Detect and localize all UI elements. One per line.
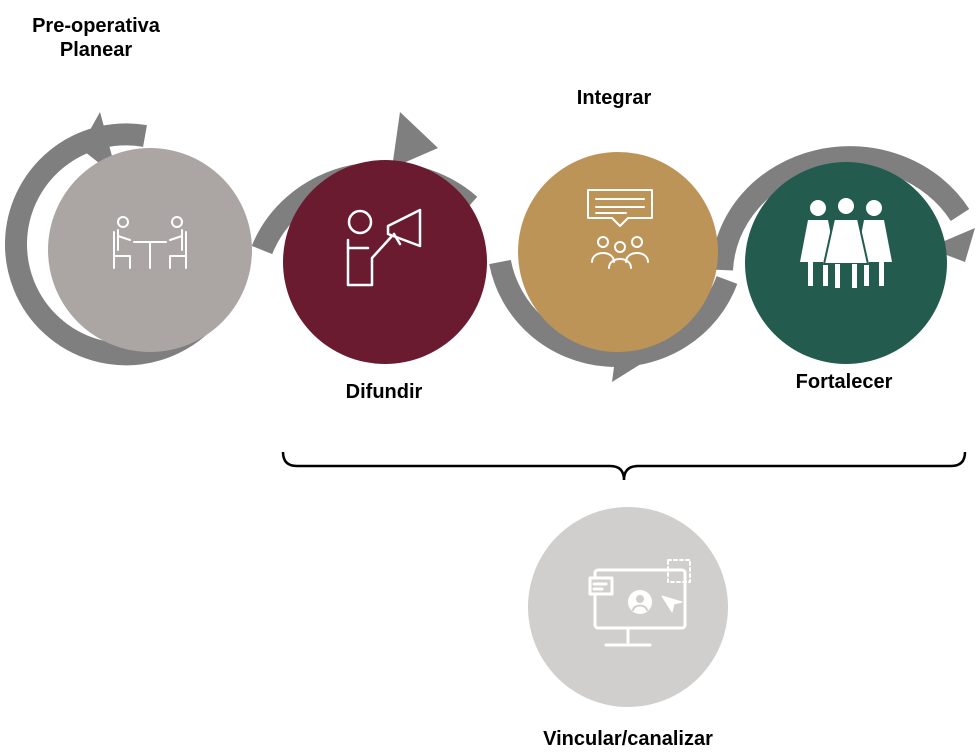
planear-label: Pre-operativa Planear [6, 14, 186, 62]
fortalecer-label: Fortalecer [795, 371, 893, 393]
group-discussion-icon [587, 189, 653, 269]
difundir-label: Difundir [345, 381, 423, 403]
meeting-icon [113, 216, 187, 269]
difundir-circle [283, 160, 487, 364]
megaphone-person-icon [346, 208, 422, 287]
arrowhead-fortalecer [928, 228, 975, 262]
bracket [281, 451, 967, 481]
monitor-profile-icon [588, 559, 691, 647]
arrowhead-difundir [392, 112, 438, 168]
arrow-ring-integrar [489, 259, 738, 367]
arrow-ring-fortalecer [711, 146, 970, 271]
planear-label-line2: Planear [59, 39, 133, 61]
planear-label-line1: Pre-operativa [32, 15, 160, 37]
women-group-icon [800, 196, 892, 288]
vincular-circle [528, 507, 728, 707]
integrar-label: Integrar [576, 87, 652, 109]
vincular-label: Vincular/canalizar [543, 728, 713, 750]
